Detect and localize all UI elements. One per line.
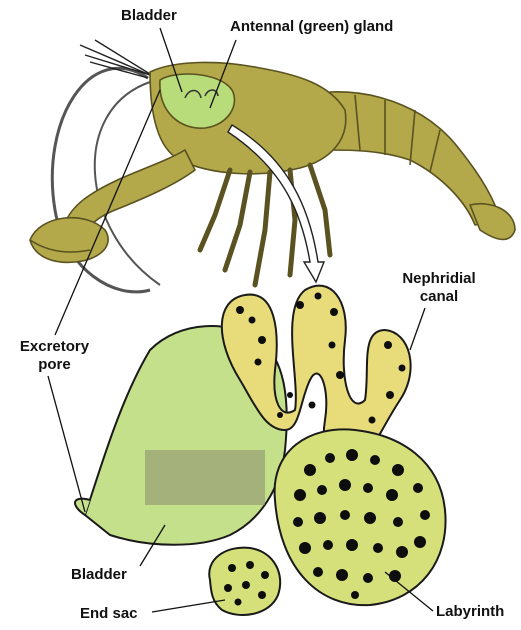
label-nephridial-line2: canal <box>394 288 484 306</box>
label-nephridial-canal: Nephridial canal <box>394 270 484 306</box>
label-excretory-line1: Excretory <box>12 338 97 356</box>
bladder-shading <box>145 450 265 505</box>
leader-nephridial <box>410 308 425 350</box>
label-excretory-pore: Excretory pore <box>12 338 97 374</box>
leader-excretory-2 <box>48 376 85 512</box>
label-bladder-bottom: Bladder <box>71 566 127 584</box>
tail-fan <box>470 204 515 240</box>
antennule-bristles <box>80 40 150 78</box>
label-end-sac: End sac <box>80 605 138 623</box>
enlarged-gland <box>75 286 446 615</box>
label-excretory-line2: pore <box>12 356 97 374</box>
label-nephridial-line1: Nephridial <box>394 270 484 288</box>
label-labyrinth: Labyrinth <box>436 603 504 621</box>
leader-endsac <box>152 600 225 612</box>
labyrinth-mass <box>275 429 446 605</box>
label-antennal-gland: Antennal (green) gland <box>230 18 393 36</box>
label-bladder-top: Bladder <box>121 7 177 25</box>
